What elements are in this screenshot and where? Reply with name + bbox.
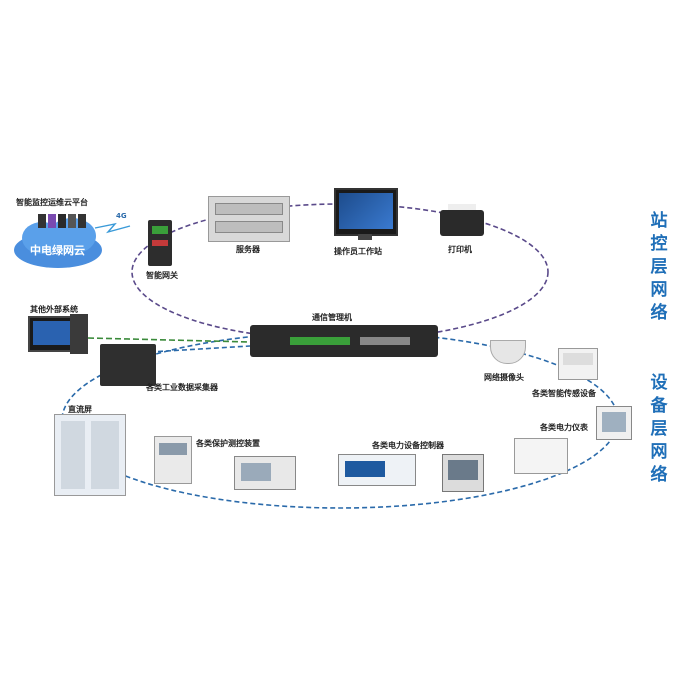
cloud-platform-label: 智能监控运维云平台 [16,198,88,207]
power-controller-label: 各类电力设备控制器 [372,441,444,450]
wireless-link [94,222,131,234]
protection-unit-icon [234,456,296,490]
dc-panel-label: 直流屏 [68,405,92,414]
meter-panel-icon [596,406,632,440]
controller-panel-icon [442,454,484,492]
smart-gateway-icon [148,220,172,266]
workstation-monitor-icon [334,188,398,236]
smart-sensor-label: 各类智能传感设备 [532,389,596,398]
workstation-stand-icon [358,234,372,240]
signal-label: 4G [116,212,127,220]
smart-sensor-icon [558,348,598,380]
dc-panel-icon [54,414,126,496]
data-collector-icon [100,344,156,386]
smart-gateway-label: 智能网关 [146,271,178,280]
device-layer-label: 设备层网络 [650,373,668,485]
comm-manager-label: 通信管理机 [312,313,352,322]
protection-device-label: 各类保护测控装置 [196,439,260,448]
comm-manager-icon [250,325,438,357]
external-link [87,337,251,343]
external-monitor-icon [28,316,76,352]
cloud-brand-label: 中电绿网云 [30,244,85,257]
station-layer-label: 站控层网络 [650,211,668,323]
external-tower-icon [70,314,88,354]
cloud-platform-icon [12,208,104,270]
power-controller-icon [338,454,416,486]
meter-label: 各类电力仪表 [540,423,588,432]
meter-rail-icon [514,438,568,474]
server-label: 服务器 [236,245,260,254]
workstation-label: 操作员工作站 [334,247,382,256]
external-system-label: 其他外部系统 [30,305,78,314]
data-collector-label: 各类工业数据采集器 [146,383,218,392]
network-camera-label: 网络摄像头 [484,373,524,382]
protection-device-icon [154,436,192,484]
server-icon [208,196,290,242]
printer-icon [440,204,484,236]
collector-link [149,345,251,353]
printer-label: 打印机 [448,245,472,254]
